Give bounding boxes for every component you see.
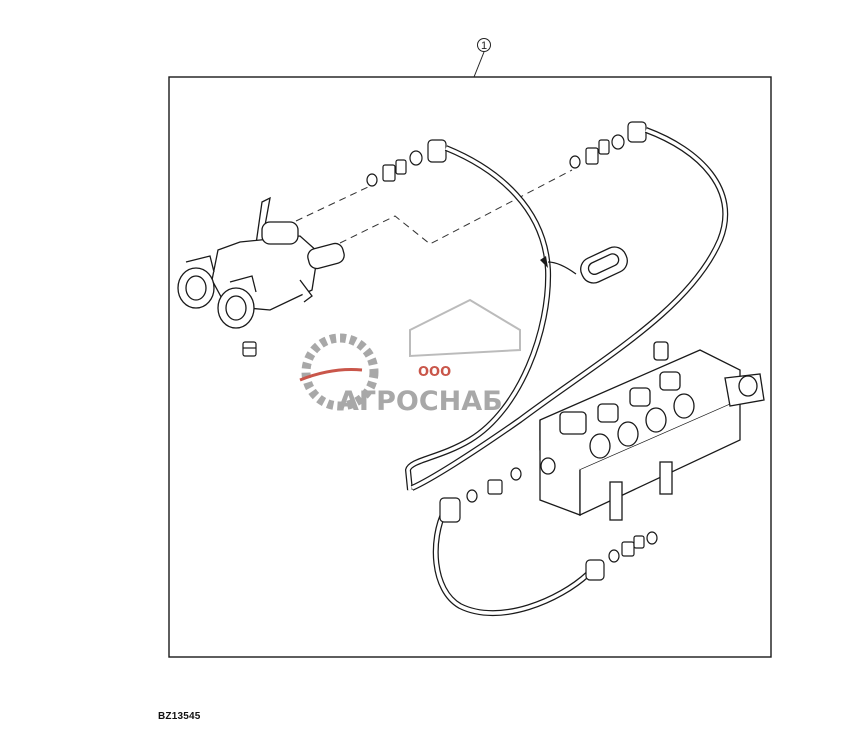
fittings-lower-right bbox=[585, 531, 658, 581]
fittings-valve-bank bbox=[439, 467, 522, 523]
plug-fitting bbox=[242, 341, 257, 357]
figure-code: BZ13545 bbox=[158, 711, 201, 722]
fittings-upper-left bbox=[366, 139, 447, 187]
watermark-prefix: ООО bbox=[418, 365, 451, 380]
watermark-logo: ООО АГРОСНАБ bbox=[299, 298, 521, 417]
callout-1: 1 bbox=[473, 38, 491, 78]
clip-arrow-head bbox=[540, 256, 548, 268]
watermark-name: АГРОСНАБ bbox=[338, 386, 503, 417]
callout-number: 1 bbox=[481, 40, 487, 52]
hose-2 bbox=[410, 127, 729, 491]
hose-clip bbox=[580, 246, 628, 284]
hose-1 bbox=[404, 145, 552, 491]
coupler-valve bbox=[177, 196, 345, 329]
fittings-upper-right bbox=[569, 121, 647, 169]
clip-arrow bbox=[547, 261, 577, 275]
hose-3 bbox=[432, 508, 591, 617]
alignment-dashes bbox=[295, 169, 573, 245]
valve-bank bbox=[539, 341, 765, 521]
diagram-frame bbox=[168, 76, 772, 658]
